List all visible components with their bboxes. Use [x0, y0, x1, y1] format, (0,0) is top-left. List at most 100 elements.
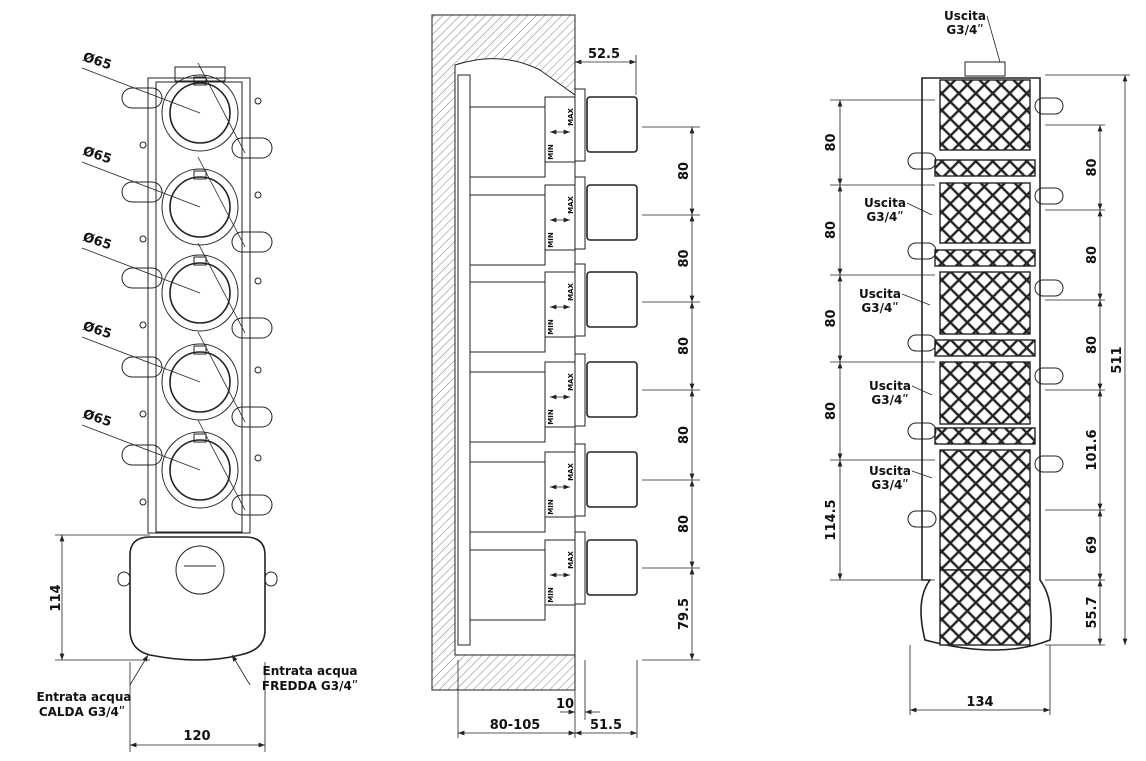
outlet-label: Uscita: [869, 379, 911, 393]
dimension-label: 10: [556, 697, 574, 712]
mesh-panel: [934, 427, 1036, 445]
min-label: MIN: [547, 587, 555, 603]
mounting-lug: [121, 181, 163, 203]
mounting-lug: [1034, 187, 1064, 205]
max-label: MAX: [567, 373, 575, 391]
dimension-label: 114.5: [824, 499, 839, 540]
dimension-label: 511: [1110, 346, 1125, 373]
dimension-label: 80: [677, 337, 692, 355]
screw: [254, 454, 262, 462]
outlet-label: G3/4ʺ: [861, 301, 898, 315]
dimension-label: 80: [677, 426, 692, 444]
dimension-label: 79.5: [677, 598, 692, 630]
dimension-label: 120: [183, 729, 210, 744]
extension-line: [911, 385, 933, 396]
mounting-lug: [907, 152, 937, 170]
inlet-hot-label: CALDA G3/4ʺ: [39, 705, 125, 719]
frame: [147, 77, 251, 534]
outlet-label: Uscita: [864, 196, 906, 210]
wall-cavity: [454, 58, 576, 656]
screw: [254, 191, 262, 199]
dimension-label: 80: [677, 249, 692, 267]
mounting-lug: [231, 317, 273, 339]
extension-line: [906, 202, 933, 216]
dimension-label: 80: [824, 133, 839, 151]
rosette: [574, 263, 586, 337]
box-lug: [264, 571, 278, 587]
extension-line: [197, 331, 246, 423]
min-label: MIN: [547, 232, 555, 248]
outlet-label: G3/4ʺ: [871, 393, 908, 407]
top-outlet: [964, 61, 1006, 77]
extension-line: [81, 336, 201, 383]
mounting-lug: [121, 356, 163, 378]
valve-key: [193, 433, 207, 443]
handle-knob: [586, 539, 638, 596]
handle-knob: [586, 361, 638, 418]
extension-line: [197, 156, 246, 248]
dimension-label: 134: [966, 695, 993, 710]
dimension-label: 80: [1085, 336, 1100, 354]
mounting-lug: [121, 267, 163, 289]
mounting-lug: [231, 494, 273, 516]
mesh-panel: [939, 361, 1031, 425]
valve-key: [193, 256, 207, 266]
rosette: [574, 353, 586, 427]
frame-inner: [155, 81, 243, 533]
screw: [254, 97, 262, 105]
mesh-panel: [939, 449, 1031, 571]
mounting-lug: [907, 334, 937, 352]
mounting-lug: [1034, 279, 1064, 297]
mounting-lug: [121, 87, 163, 109]
max-label: MAX: [567, 551, 575, 569]
mesh-panel: [939, 569, 1031, 646]
inlet-cold-label: FREDDA G3/4ʺ: [262, 679, 358, 693]
extension-line: [197, 419, 246, 511]
dimension-label: 80-105: [490, 718, 541, 733]
leader-line: [231, 654, 251, 686]
mounting-lug: [907, 422, 937, 440]
min-label: MIN: [547, 499, 555, 515]
mounting-lug: [907, 510, 937, 528]
extension-line: [81, 424, 201, 471]
mixer-dial: [175, 545, 225, 595]
mounting-lug: [231, 406, 273, 428]
leader-line: [129, 654, 149, 686]
dimension-label: 51.5: [590, 718, 622, 733]
max-label: MAX: [567, 463, 575, 481]
mixer-box: [129, 536, 266, 661]
mounting-plate: [457, 74, 471, 646]
extension-line: [197, 242, 246, 334]
dimension-label: 80: [824, 309, 839, 327]
mesh-panel: [939, 182, 1031, 244]
dimension-label: 69: [1085, 536, 1100, 554]
mounting-lug: [907, 242, 937, 260]
max-label: MAX: [567, 108, 575, 126]
dimension-label: 114: [49, 584, 64, 611]
extension-line: [81, 247, 201, 294]
box-lug: [117, 571, 131, 587]
extension-line: [81, 67, 201, 114]
handle-knob: [586, 184, 638, 241]
mounting-lug: [1034, 455, 1064, 473]
outlet-label: Uscita: [944, 9, 986, 23]
screw: [139, 235, 147, 243]
outlet-label: G3/4ʺ: [866, 210, 903, 224]
dimension-label: 80: [1085, 158, 1100, 176]
min-label: MIN: [547, 144, 555, 160]
mesh-panel: [939, 79, 1031, 151]
rosette: [574, 531, 586, 605]
mounting-lug: [1034, 97, 1064, 115]
inlet-cold-label: Entrata acqua: [263, 664, 358, 678]
extension-line: [197, 62, 246, 154]
valve-ring: [161, 343, 239, 421]
extension-line: [986, 15, 1001, 63]
screw: [254, 366, 262, 374]
mounting-lug: [231, 137, 273, 159]
dimension-label: 80: [1085, 246, 1100, 264]
dimension-label: 55.7: [1085, 596, 1100, 628]
mesh-panel: [934, 249, 1036, 267]
extension-line: [911, 470, 933, 479]
inlet-hot-label: Entrata acqua: [37, 690, 132, 704]
outlet-label: G3/4ʺ: [946, 23, 983, 37]
